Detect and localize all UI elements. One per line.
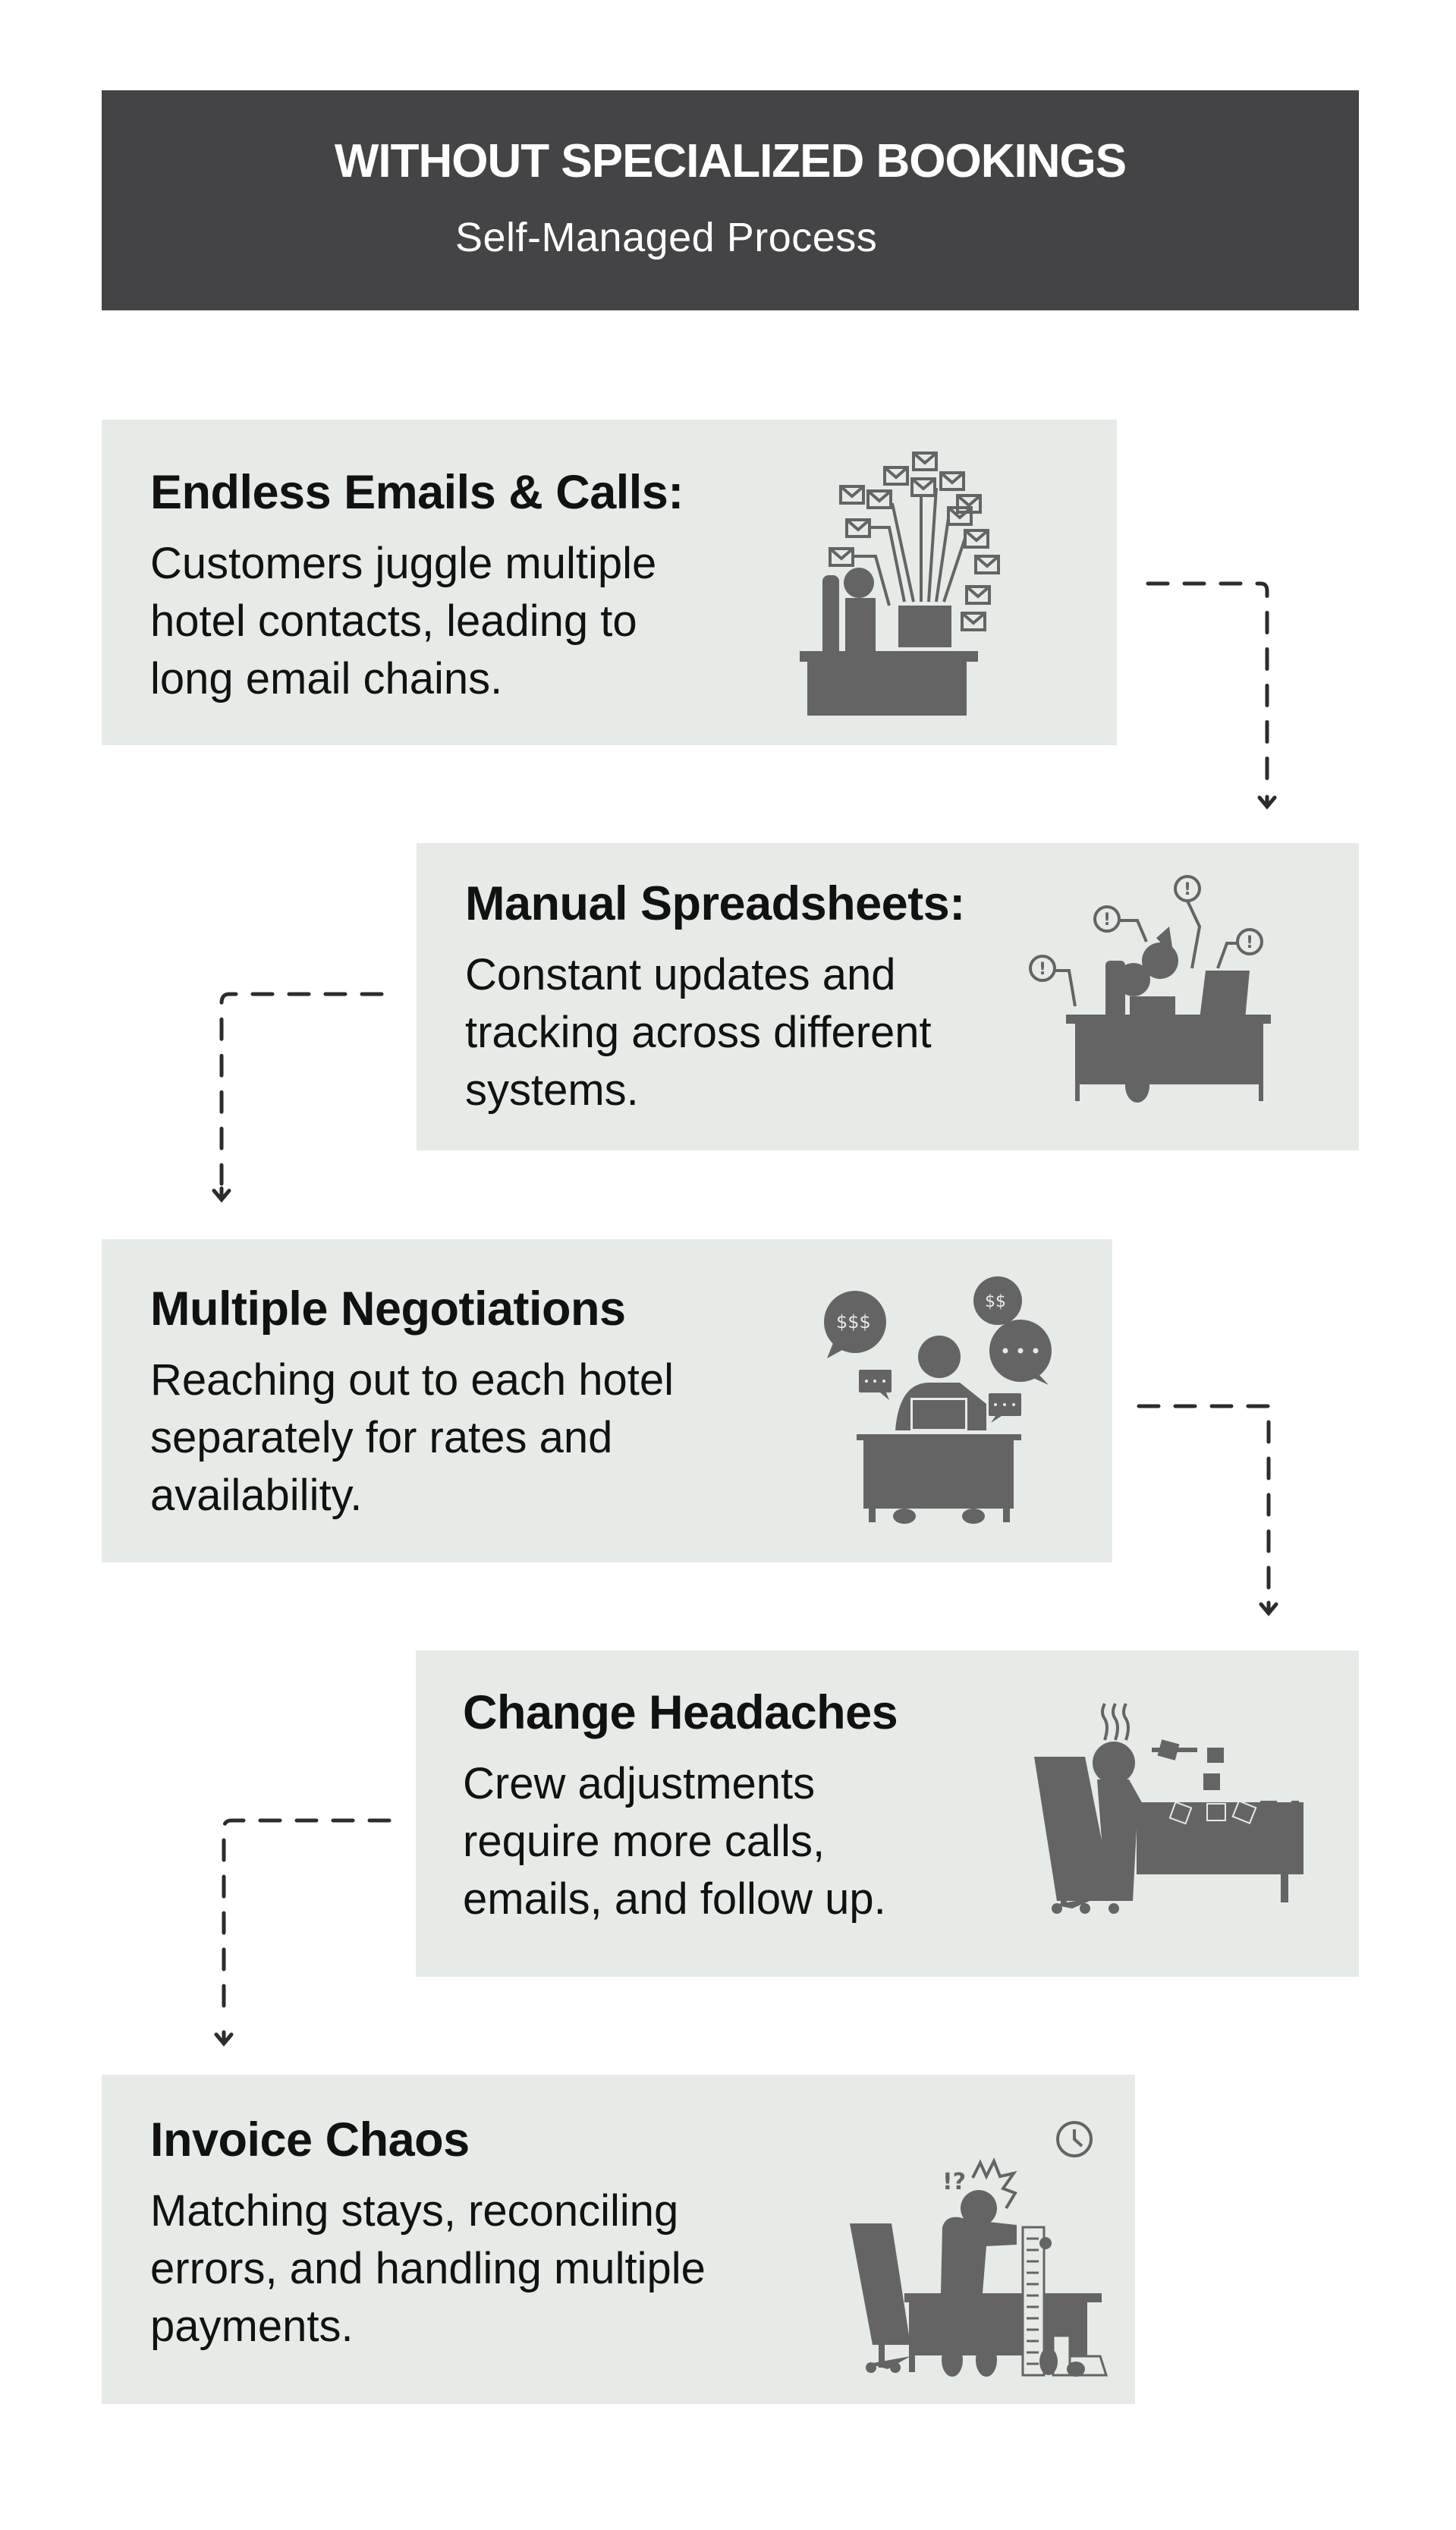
svg-text:$$: $$	[985, 1292, 1006, 1311]
description-line: errors, and handling multiple	[150, 2244, 706, 2293]
flow-arrow-2	[219, 992, 384, 1186]
description-line: Customers juggle multiple	[150, 539, 657, 588]
negotiation-chat-bubbles-icon: $$$ $$	[824, 1276, 1052, 1524]
description-line: Constant updates and	[465, 950, 896, 999]
step-title: Endless Emails & Calls:	[150, 466, 684, 519]
description-line: emails, and follow up.	[463, 1874, 886, 1924]
step-description: Crew adjustments require more calls, ema…	[463, 1755, 886, 1928]
svg-text:!: !	[1103, 911, 1111, 930]
description-line: tracking across different	[465, 1008, 932, 1057]
invoice-receipt-chaos-icon: !?	[850, 2121, 1109, 2377]
flow-arrow-4	[222, 1818, 392, 2021]
flow-arrow-3	[1137, 1404, 1271, 1596]
description-line: require more calls,	[463, 1817, 825, 1866]
description-line: payments.	[150, 2302, 354, 2351]
header-banner: WITHOUT SPECIALIZED BOOKINGS Self-Manage…	[102, 90, 1359, 310]
svg-text:!: !	[1039, 960, 1046, 979]
step-title: Change Headaches	[463, 1686, 898, 1739]
stressed-worker-alerts-icon: ! ! ! !	[1029, 875, 1271, 1103]
step-card-invoice-chaos: Invoice Chaos Matching stays, reconcilin…	[102, 2075, 1135, 2404]
description-line: availability.	[150, 1471, 363, 1520]
step-description: Matching stays, reconciling errors, and …	[150, 2182, 706, 2355]
step-description: Customers juggle multiple hotel contacts…	[150, 535, 656, 708]
step-card-multiple-negotiations: Multiple Negotiations Reaching out to ea…	[102, 1239, 1112, 1562]
svg-text:$$$: $$$	[836, 1311, 871, 1333]
step-title: Invoice Chaos	[150, 2113, 470, 2167]
description-line: hotel contacts, leading to	[150, 596, 637, 646]
svg-text:!?: !?	[942, 2169, 966, 2195]
description-line: systems.	[465, 1065, 639, 1115]
step-description: Reaching out to each hotel separately fo…	[150, 1352, 674, 1525]
svg-text:!: !	[1184, 880, 1191, 899]
step-card-endless-emails: Endless Emails & Calls: Customers juggle…	[102, 420, 1117, 745]
frustrated-sticky-notes-icon	[1034, 1703, 1303, 1914]
step-title: Multiple Negotiations	[150, 1282, 626, 1336]
description-line: long email chains.	[150, 654, 503, 703]
step-description: Constant updates and tracking across dif…	[465, 946, 932, 1119]
description-line: separately for rates and	[150, 1413, 613, 1462]
svg-text:!: !	[1246, 933, 1253, 952]
flow-arrow-1	[1146, 581, 1269, 784]
page-title: WITHOUT SPECIALIZED BOOKINGS	[334, 135, 1127, 187]
arrowhead-icon	[212, 1186, 231, 1203]
step-title: Manual Spreadsheets:	[465, 877, 965, 930]
page-subtitle: Self-Managed Process	[455, 215, 878, 260]
description-line: Reaching out to each hotel	[150, 1355, 675, 1405]
step-card-manual-spreadsheets: Manual Spreadsheets: Constant updates an…	[417, 843, 1359, 1150]
arrowhead-icon	[214, 2030, 234, 2047]
arrowhead-icon	[1259, 1600, 1278, 1616]
description-line: Crew adjustments	[463, 1759, 816, 1808]
arrowhead-icon	[1257, 795, 1277, 810]
description-line: Matching stays, reconciling	[150, 2186, 679, 2236]
overwhelmed-by-emails-icon	[800, 452, 1000, 716]
step-card-change-headaches: Change Headaches Crew adjustments requir…	[416, 1650, 1359, 1977]
